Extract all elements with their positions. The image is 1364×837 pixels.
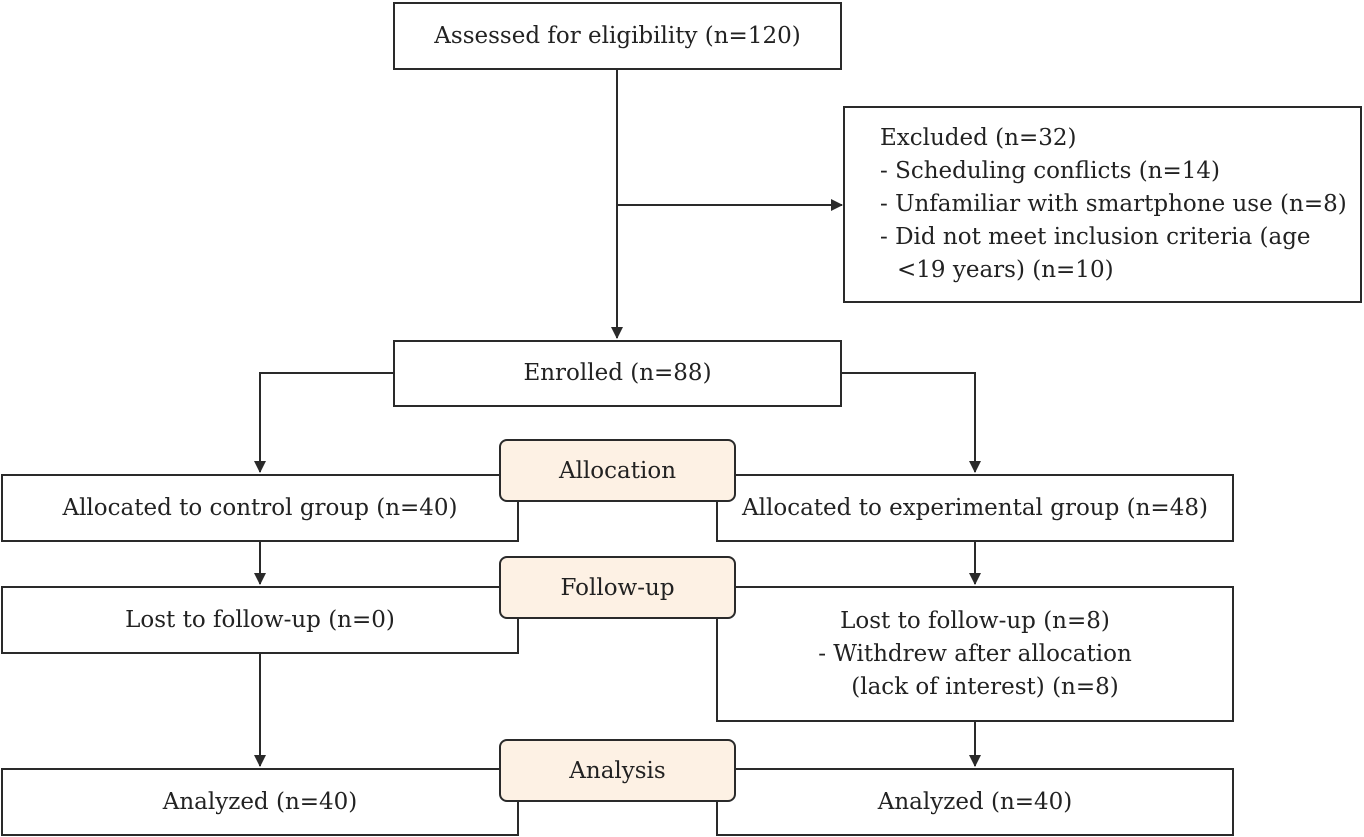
analysis-text: Analysis xyxy=(569,757,666,784)
experimental-lost-reason: (lack of interest) (n=8) xyxy=(851,673,1119,700)
control-lost-label: Lost to follow-up (n=0) xyxy=(125,606,395,633)
experimental-lost-title: Lost to follow-up (n=8) xyxy=(840,607,1110,634)
control-analyzed-box: Analyzed (n=40) xyxy=(1,768,519,836)
arrow-enrolled-to-experimental xyxy=(842,372,981,473)
experimental-allocated-label: Allocated to experimental group (n=48) xyxy=(742,494,1208,521)
experimental-lost-reason: - Withdrew after allocation xyxy=(818,640,1132,667)
enrolled-box: Enrolled (n=88) xyxy=(393,340,842,407)
experimental-analyzed-label: Analyzed (n=40) xyxy=(877,788,1073,815)
excluded-reason: - Unfamiliar with smartphone use (n=8) xyxy=(880,191,1347,217)
excluded-reason: <19 years) (n=10) xyxy=(897,257,1114,283)
follow-up-stage-label: Follow-up xyxy=(499,556,736,619)
excluded-reason: - Scheduling conflicts (n=14) xyxy=(880,158,1221,184)
analysis-stage-label: Analysis xyxy=(499,739,736,802)
assessed-box: Assessed for eligibility (n=120) xyxy=(393,2,842,70)
control-lost-box: Lost to follow-up (n=0) xyxy=(1,586,519,654)
control-analyzed-label: Analyzed (n=40) xyxy=(162,788,358,815)
assessed-label: Assessed for eligibility (n=120) xyxy=(434,22,801,49)
allocation-text: Allocation xyxy=(558,457,677,484)
excluded-box: Excluded (n=32) - Scheduling conflicts (… xyxy=(843,106,1362,303)
excluded-reason: - Did not meet inclusion criteria (age xyxy=(880,224,1311,250)
experimental-analyzed-box: Analyzed (n=40) xyxy=(716,768,1234,836)
experimental-lost-box: Lost to follow-up (n=8) - Withdrew after… xyxy=(716,586,1234,722)
enrolled-label: Enrolled (n=88) xyxy=(523,360,712,386)
arrow-enrolled-to-control xyxy=(254,372,393,473)
control-allocated-box: Allocated to control group (n=40) xyxy=(1,474,519,542)
excluded-title: Excluded (n=32) xyxy=(880,125,1077,151)
allocation-stage-label: Allocation xyxy=(499,439,736,502)
follow-up-text: Follow-up xyxy=(560,574,675,601)
control-allocated-label: Allocated to control group (n=40) xyxy=(62,494,458,521)
experimental-allocated-box: Allocated to experimental group (n=48) xyxy=(716,474,1234,542)
